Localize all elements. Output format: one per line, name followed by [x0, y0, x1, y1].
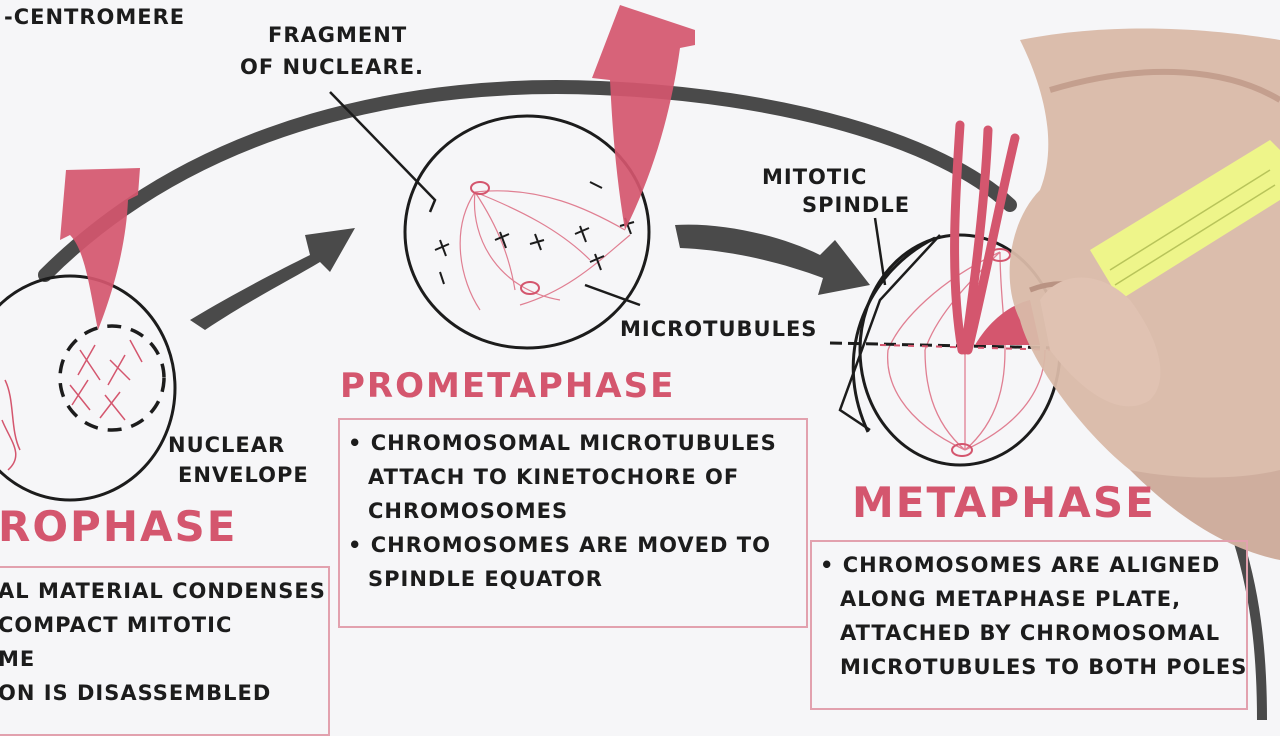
diagram-artwork: [0, 5, 1280, 720]
highlighter-pen-icon: [1090, 140, 1280, 300]
curved-arrow-right-up-icon: [190, 228, 355, 330]
prometaphase-note-5: SPINDLE EQUATOR: [368, 567, 603, 591]
fragment-label-line2: OF NUCLEARE.: [240, 55, 425, 79]
hand-with-highlighter: [1009, 28, 1280, 560]
metaphase-note-4: MICROTUBULES TO BOTH POLES: [840, 655, 1248, 679]
metaphase-title: METAPHASE: [852, 478, 1156, 527]
nuclear-envelope-label-line1: NUCLEAR: [168, 433, 286, 457]
prometaphase-title: PROMETAPHASE: [340, 366, 676, 406]
prometaphase-note-2: ATTACH TO KINETOCHORE OF: [368, 465, 740, 489]
metaphase-note-1: • CHROMOSOMES ARE ALIGNED: [820, 553, 1221, 577]
microtubules-label: MICROTUBULES: [620, 317, 818, 341]
centromere-label: -CENTROMERE: [4, 5, 186, 29]
metaphase-notes: • CHROMOSOMES ARE ALIGNED ALONG METAPHAS…: [810, 540, 1248, 710]
right-arc: [1230, 528, 1267, 720]
prophase-note-3: ME: [0, 647, 36, 671]
mitotic-spindle-label-line1: MITOTIC: [762, 165, 868, 189]
prometaphase-cell: [329, 91, 651, 350]
prophase-note-4: ON IS DISASSEMBLED: [0, 681, 272, 705]
prometaphase-notes: • CHROMOSOMAL MICROTUBULES ATTACH TO KIN…: [338, 418, 808, 628]
prometaphase-note-4: • CHROMOSOMES ARE MOVED TO: [348, 533, 771, 557]
cycle-arc: [38, 80, 1017, 282]
prometaphase-red-marker: [592, 5, 695, 230]
prometaphase-note-3: CHROMOSOMES: [368, 499, 569, 523]
prophase-cell: [0, 274, 177, 502]
prophase-note-1: AL MATERIAL CONDENSES: [0, 579, 326, 603]
mitosis-whiteboard-diagram: -CENTROMERE FRAGMENT OF NUCLEARE. MITOTI…: [0, 5, 1280, 736]
prophase-title: ROPHASE: [0, 502, 238, 551]
prophase-red-marker: [60, 168, 140, 330]
prophase-note-2: COMPACT MITOTIC: [0, 613, 233, 637]
fragment-label-line1: FRAGMENT: [268, 23, 408, 47]
prophase-notes: AL MATERIAL CONDENSES COMPACT MITOTIC ME…: [0, 566, 330, 736]
metaphase-note-3: ATTACHED BY CHROMOSOMAL: [840, 621, 1221, 645]
prometaphase-note-1: • CHROMOSOMAL MICROTUBULES: [348, 431, 777, 455]
metaphase-note-2: ALONG METAPHASE PLATE,: [840, 587, 1182, 611]
mitotic-spindle-label-line2: SPINDLE: [802, 193, 911, 217]
curved-arrow-right-down-icon: [675, 224, 870, 295]
nuclear-envelope-label-line2: ENVELOPE: [178, 463, 309, 487]
